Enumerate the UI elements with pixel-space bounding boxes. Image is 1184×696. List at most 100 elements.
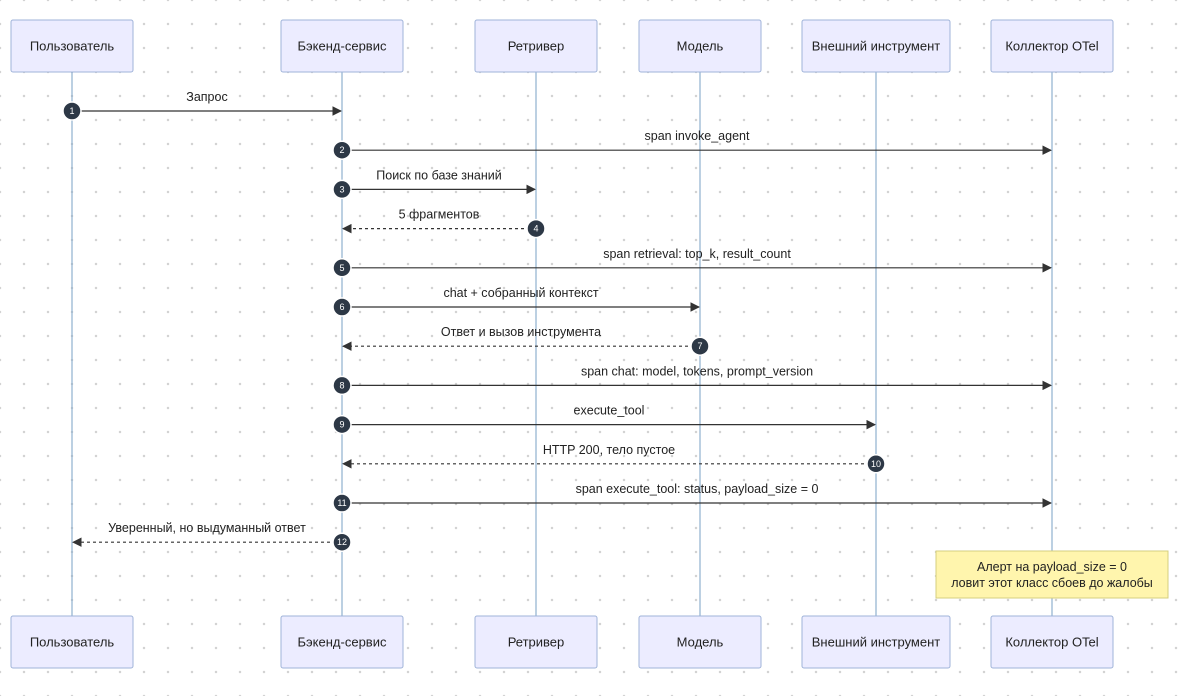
message-8[interactable]: span chat: model, tokens, prompt_version… xyxy=(332,364,1052,396)
sequence-number: 12 xyxy=(337,537,347,547)
actor-box xyxy=(801,19,951,73)
actor-box xyxy=(10,19,134,73)
sequence-number-badge: 6 xyxy=(332,297,352,317)
message-label: execute_tool xyxy=(574,404,645,418)
message-label: HTTP 200, тело пустое xyxy=(543,443,675,457)
actor-label: Ретривер xyxy=(508,39,565,54)
message-label: span retrieval: top_k, result_count xyxy=(603,247,791,261)
actor-tool-top[interactable]: Внешний инструмент xyxy=(801,19,951,73)
actor-retriever-bottom[interactable]: Ретривер xyxy=(474,615,598,669)
actor-label: Модель xyxy=(677,635,724,650)
sequence-marker-icon xyxy=(332,179,352,200)
sequence-marker-icon xyxy=(332,258,352,278)
actor-model-bottom[interactable]: Модель xyxy=(638,615,762,669)
sequence-marker-icon xyxy=(690,336,710,356)
sequence-number-badge: 8 xyxy=(332,375,352,396)
sequence-number-badge: 9 xyxy=(332,414,352,435)
actor-label: Пользователь xyxy=(30,39,115,54)
actor-otel-top[interactable]: Коллектор OTel xyxy=(990,19,1114,73)
actor-box xyxy=(474,19,598,73)
message-label: Запрос xyxy=(186,90,227,104)
actor-model-top[interactable]: Модель xyxy=(638,19,762,73)
sequence-marker-icon xyxy=(332,493,352,513)
message-label: span chat: model, tokens, prompt_version xyxy=(581,364,813,378)
message-7[interactable]: Ответ и вызов инструмента 7 xyxy=(342,325,710,356)
sequence-number: 4 xyxy=(533,224,538,234)
actor-otel-bottom[interactable]: Коллектор OTel xyxy=(990,615,1114,669)
actor-label: Модель xyxy=(677,39,724,54)
sequence-number: 6 xyxy=(339,302,344,312)
sequence-number: 5 xyxy=(339,263,344,273)
message-label: span execute_tool: status, payload_size … xyxy=(576,482,819,496)
sequence-marker-icon xyxy=(332,140,352,160)
message-label: 5 фрагментов xyxy=(399,208,480,222)
message-label: Поиск по базе знаний xyxy=(376,168,501,182)
actor-tool-bottom[interactable]: Внешний инструмент xyxy=(801,615,951,669)
sequence-number: 3 xyxy=(339,184,344,194)
sequence-number-badge: 12 xyxy=(332,532,352,552)
actor-box xyxy=(801,615,951,669)
note-line: Алерт на payload_size = 0 xyxy=(977,560,1127,574)
actor-label: Коллектор OTel xyxy=(1005,635,1098,650)
sequence-marker-icon xyxy=(332,297,352,317)
message-10[interactable]: HTTP 200, тело пустое 10 xyxy=(342,443,886,474)
sequence-number-badge: 10 xyxy=(866,454,886,474)
sequence-number: 10 xyxy=(871,459,881,469)
actor-label: Бэкенд-сервис xyxy=(298,39,387,54)
actor-user-top[interactable]: Пользователь xyxy=(10,19,134,73)
message-3[interactable]: Поиск по базе знаний 3 xyxy=(332,168,536,200)
actor-label: Коллектор OTel xyxy=(1005,39,1098,54)
sequence-number-badge: 11 xyxy=(332,493,352,513)
actor-backend-top[interactable]: Бэкенд-сервис xyxy=(280,19,404,73)
actor-retriever-top[interactable]: Ретривер xyxy=(474,19,598,73)
message-label: Ответ и вызов инструмента xyxy=(441,325,601,339)
sequence-marker-icon xyxy=(62,101,82,121)
actor-box xyxy=(10,615,134,669)
message-5[interactable]: span retrieval: top_k, result_count 5 xyxy=(332,247,1052,278)
sequence-marker-icon xyxy=(866,454,886,474)
message-label: chat + собранный контекст xyxy=(443,286,598,300)
actor-backend-bottom[interactable]: Бэкенд-сервис xyxy=(280,615,404,669)
sequence-marker-icon xyxy=(526,218,546,239)
sequence-number: 7 xyxy=(697,341,702,351)
message-6[interactable]: chat + собранный контекст 6 xyxy=(332,286,700,317)
actor-label: Ретривер xyxy=(508,635,565,650)
actor-label: Внешний инструмент xyxy=(812,39,941,54)
sequence-number-badge: 2 xyxy=(332,140,352,160)
sequence-number: 1 xyxy=(69,106,74,116)
actor-label: Бэкенд-сервис xyxy=(298,635,387,650)
sequence-number: 9 xyxy=(339,420,344,430)
note: Алерт на payload_size = 0 ловит этот клас… xyxy=(935,550,1169,599)
note-line: ловит этот класс сбоев до жалобы xyxy=(951,576,1153,590)
actor-box xyxy=(280,19,404,73)
message-4[interactable]: 5 фрагментов 4 xyxy=(342,208,546,239)
actor-box xyxy=(638,19,762,73)
actor-box xyxy=(990,615,1114,669)
actor-box xyxy=(638,615,762,669)
sequence-number-badge: 4 xyxy=(526,218,546,239)
actor-label: Внешний инструмент xyxy=(812,635,941,650)
sequence-number-badge: 5 xyxy=(332,258,352,278)
actor-label: Пользователь xyxy=(30,635,115,650)
actor-box xyxy=(990,19,1114,73)
sequence-number: 8 xyxy=(339,380,344,390)
sequence-number-badge: 1 xyxy=(62,101,82,121)
sequence-marker-icon xyxy=(332,375,352,396)
message-11[interactable]: span execute_tool: status, payload_size … xyxy=(332,482,1052,513)
sequence-number: 2 xyxy=(339,145,344,155)
message-label: Уверенный, но выдуманный ответ xyxy=(108,521,306,535)
sequence-number-badge: 7 xyxy=(690,336,710,356)
actor-box xyxy=(280,615,404,669)
message-9[interactable]: execute_tool 9 xyxy=(332,404,876,435)
message-1[interactable]: Запрос 1 xyxy=(62,90,342,121)
sequence-number: 11 xyxy=(337,498,346,508)
message-12[interactable]: Уверенный, но выдуманный ответ 12 xyxy=(72,521,352,552)
sequence-number-badge: 3 xyxy=(332,179,352,200)
actor-box xyxy=(474,615,598,669)
sequence-marker-icon xyxy=(332,532,352,552)
actor-user-bottom[interactable]: Пользователь xyxy=(10,615,134,669)
note-box xyxy=(935,550,1169,599)
sequence-marker-icon xyxy=(332,414,352,435)
